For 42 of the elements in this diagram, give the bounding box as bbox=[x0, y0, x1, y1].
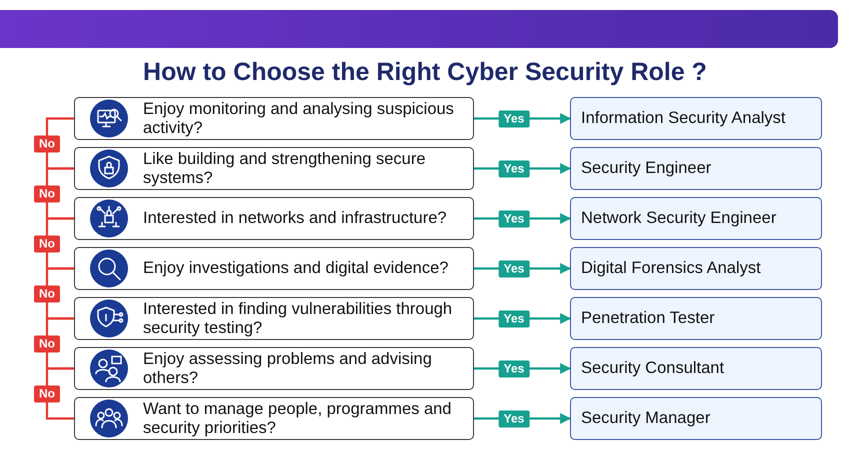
role-box bbox=[570, 347, 822, 390]
role-box bbox=[570, 147, 822, 190]
edge-label: No bbox=[34, 185, 60, 202]
role-text: Security Consultant bbox=[581, 359, 724, 378]
role-text: Penetration Tester bbox=[581, 309, 715, 328]
question-text: Interested in finding vulnerabilities through security testing? bbox=[143, 300, 454, 338]
question-text: Enjoy investigations and digital evidence? bbox=[143, 259, 448, 278]
role-text: Security Engineer bbox=[581, 159, 712, 178]
question-text: Enjoy monitoring and analysing suspicious activity? bbox=[143, 100, 455, 138]
role-text: Network Security Engineer bbox=[581, 209, 776, 228]
role-box bbox=[570, 397, 822, 440]
question-box bbox=[74, 397, 474, 440]
edge-label: No bbox=[34, 335, 60, 352]
role-box bbox=[570, 297, 822, 340]
edge-label: No bbox=[34, 235, 60, 252]
question-box bbox=[74, 97, 474, 140]
role-box bbox=[570, 197, 822, 240]
edge-label: No bbox=[34, 285, 60, 302]
role-text: Security Manager bbox=[581, 409, 710, 428]
edge-label: Yes bbox=[498, 410, 530, 427]
edge-label: Yes bbox=[498, 360, 530, 377]
role-text: Information Security Analyst bbox=[581, 109, 786, 128]
edge-label: No bbox=[34, 385, 60, 402]
question-box bbox=[74, 347, 474, 390]
question-box bbox=[74, 247, 474, 290]
edge-label: Yes bbox=[498, 210, 530, 227]
question-box bbox=[74, 197, 474, 240]
title: How to Choose the Right Cyber Security Role ? bbox=[142, 58, 708, 87]
edge-label: Yes bbox=[498, 310, 530, 327]
edge-label: Yes bbox=[498, 110, 530, 127]
edge-label: Yes bbox=[498, 260, 530, 277]
question-box bbox=[74, 147, 474, 190]
question-text: Like building and strengthening secure systems? bbox=[143, 150, 427, 188]
edge-label: Yes bbox=[498, 160, 530, 177]
edge-label: No bbox=[34, 135, 60, 152]
role-box bbox=[570, 97, 822, 140]
role-box bbox=[570, 247, 822, 290]
question-text: Enjoy assessing problems and advising others? bbox=[143, 350, 433, 388]
role-text: Digital Forensics Analyst bbox=[581, 259, 761, 278]
question-text: Interested in networks and infrastructure? bbox=[143, 209, 447, 228]
question-text: Want to manage people, programmes and security priorities? bbox=[143, 400, 452, 438]
question-box bbox=[74, 297, 474, 340]
